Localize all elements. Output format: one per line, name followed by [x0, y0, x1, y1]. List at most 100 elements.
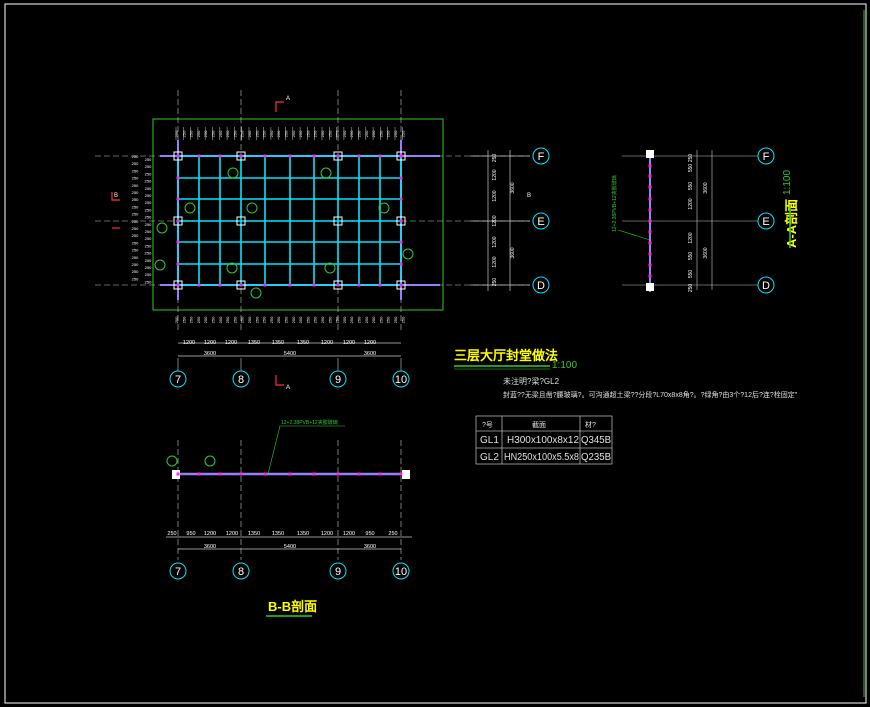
bottom-tick-label: 250 [342, 316, 347, 323]
plan-mark [218, 283, 222, 287]
section-b-callout-2 [204, 455, 216, 467]
left-tick-label: 250 [132, 168, 139, 173]
section-a-dim-label: 1200 [688, 232, 694, 243]
section-b-dim-label: 1350 [297, 531, 309, 537]
section-b-title: B-B剖面 [268, 599, 317, 614]
top-tick-label: 250 [174, 130, 179, 137]
table-cell: Q235B [581, 452, 611, 463]
table-grid [475, 415, 613, 465]
left-tick-label-2: 250 [145, 265, 152, 270]
plan-mark [336, 283, 340, 287]
bottom-tick-label: 250 [349, 316, 354, 323]
bottom-tick-label: 250 [211, 316, 216, 323]
section-a-marks [648, 164, 652, 278]
top-tick-label: 250 [269, 130, 274, 137]
table-header-section: 截面 [532, 420, 546, 429]
section-a-mark [648, 252, 652, 256]
grid-bubble-circle [169, 370, 187, 388]
bottom-dim-label: 1200 [204, 340, 216, 346]
bottom-tick-label: 250 [400, 316, 405, 323]
top-tick-label: 250 [378, 130, 383, 137]
left-tick-label: 250 [132, 183, 139, 188]
column [236, 216, 246, 226]
left-tick-label: 250 [132, 154, 139, 159]
table-header-no: ?号 [482, 421, 493, 429]
left-tick-label-2: 250 [145, 157, 152, 162]
bottom-tick-label: 250 [225, 316, 230, 323]
section-b-bubble-label: 7 [175, 566, 181, 578]
section-a-bubble-label: F [763, 151, 770, 163]
right-dim-label: 1200 [492, 215, 498, 226]
section-a-grid-bubbles: FED [757, 147, 775, 294]
section-b-mark [176, 472, 180, 476]
right-dim-total: 3600 [510, 182, 516, 193]
section-a-dim-label: 550 [688, 252, 694, 261]
bottom-tick-label: 250 [305, 316, 310, 323]
right-dim-label: 250 [492, 278, 498, 287]
plan-note-1: 未注明?梁?GL2 [503, 376, 560, 386]
column [173, 280, 183, 290]
section-b-bubble-label: 10 [395, 566, 407, 578]
section-mark-bottom: A [286, 385, 290, 391]
bottom-tick-label: 250 [284, 316, 289, 323]
bottom-dim-label: 1350 [272, 340, 284, 346]
table-cell: GL2 [480, 452, 499, 463]
left-tick-label-2: 250 [145, 258, 152, 263]
plan-marks [176, 154, 403, 287]
top-tick-label: 250 [196, 130, 201, 137]
section-b-mark [357, 472, 361, 476]
section-a-bubble-circle [757, 212, 775, 230]
right-dim-label: 1200 [492, 236, 498, 247]
table-cell: Q345B [581, 435, 611, 446]
section-mark-right: B [527, 193, 531, 199]
section-a-dim-total: 3600 [703, 182, 709, 193]
bottom-dim-label: 1200 [225, 340, 237, 346]
section-b-mark [197, 472, 201, 476]
bottom-tick-label: 250 [291, 316, 296, 323]
left-tick-label-2: 250 [145, 215, 152, 220]
top-tick-label: 250 [357, 130, 362, 137]
bottom-tick-label: 250 [218, 316, 223, 323]
top-tick-label: 250 [276, 130, 281, 137]
top-tick-label: 250 [327, 130, 332, 137]
bottom-tick-label: 250 [327, 316, 332, 323]
section-a-title: A-A剖面 [784, 199, 799, 248]
section-b-mark [218, 472, 222, 476]
left-tick-label: 250 [132, 190, 139, 195]
plan-mark [176, 283, 180, 287]
section-b-callout-1 [166, 455, 178, 467]
bottom-tick-label: 250 [181, 316, 186, 323]
column [396, 151, 406, 161]
bottom-tick-label: 250 [298, 316, 303, 323]
section-a-dim-label: 250 [688, 154, 694, 163]
plan-mark [399, 262, 403, 266]
section-b-dim-label: 1350 [272, 531, 284, 537]
top-tick-label: 250 [232, 130, 237, 137]
section-b-marks [176, 472, 403, 476]
plan-mark [176, 154, 180, 158]
bottom-tick-label: 250 [357, 316, 362, 323]
section-a-mark [648, 241, 652, 245]
section-b-dim-label: 1200 [204, 531, 216, 537]
grid-bubble-circle [392, 370, 410, 388]
section-a-mark [648, 174, 652, 178]
plan-mark [239, 154, 243, 158]
column [236, 151, 246, 161]
section-markers [111, 101, 284, 386]
left-tick-label: 250 [132, 255, 139, 260]
plan-right-dim-lines [470, 150, 530, 291]
plan-callouts [154, 167, 414, 299]
plan-mark [263, 283, 267, 287]
plan-columns [173, 151, 406, 290]
top-tick-label: 250 [305, 130, 310, 137]
left-tick-label-2: 250 [145, 186, 152, 191]
top-tick-label: 250 [364, 130, 369, 137]
plan-mark [378, 283, 382, 287]
top-tick-label: 250 [313, 130, 318, 137]
grid-bubble-label: 9 [335, 374, 341, 386]
bottom-tick-label: 250 [393, 316, 398, 323]
plan-mark [399, 240, 403, 244]
